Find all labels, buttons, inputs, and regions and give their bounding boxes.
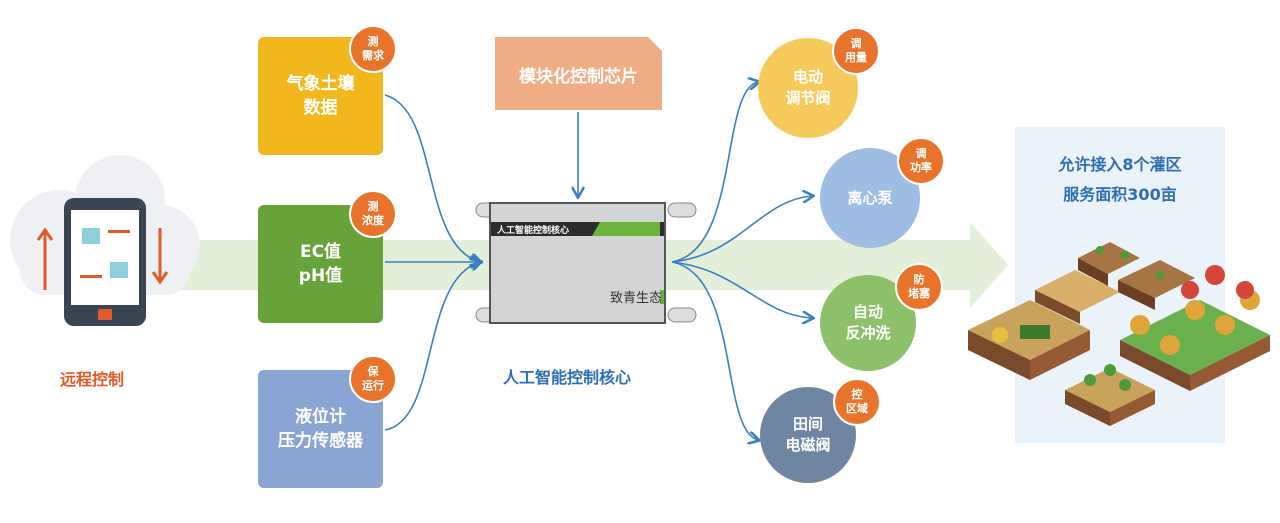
badge: 调用量 [832,27,880,75]
input-label: 气象土壤 [286,74,355,94]
control-device [475,202,697,324]
farm-zones-text: 允许接入8个灌区 [1058,155,1182,174]
badge: 调功率 [897,137,945,185]
remote-control-label: 远程控制 [60,370,125,389]
badge: 测浓度 [349,190,397,238]
farm-illustration [968,242,1270,426]
input-label: 数据 [303,98,338,118]
farm-area-text: 服务面积300亩 [1063,185,1177,204]
badge: 保运行 [349,355,397,403]
farm-text: 允许接入8个灌区 服务面积300亩 [1015,150,1225,210]
badge: 控区域 [833,378,881,426]
input-label: pH值 [298,266,343,286]
device-caption: 人工智能控制核心 [503,368,632,387]
phone-icon [36,198,169,326]
badge: 测需求 [349,25,397,73]
input-level-pressure-sensor: 液位计压力传感器 [258,370,383,488]
device-band-label: 人工智能控制核心 [497,226,570,236]
input-connectors [384,82,812,440]
chip-label: 模块化控制芯片 [519,67,638,87]
device-brand: 致青生态 [610,291,663,306]
input-label: EC值 [299,242,342,262]
input-label: 液位计 [295,407,346,427]
badge: 防堵塞 [895,263,943,311]
chip-box [495,37,662,110]
input-label: 压力传感器 [278,431,363,451]
